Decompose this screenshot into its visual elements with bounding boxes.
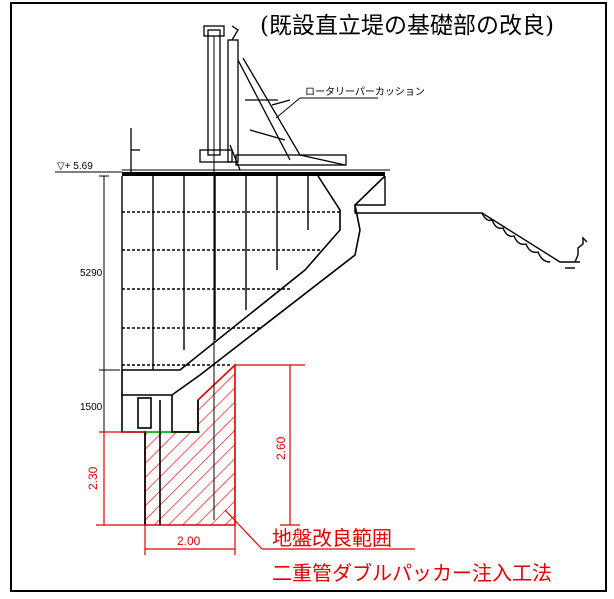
dimension-5290: 5290 xyxy=(80,175,120,371)
dimension-260-label: 2.60 xyxy=(274,436,288,460)
dimension-200: 2.00 xyxy=(144,525,236,555)
steel-grid xyxy=(121,176,340,370)
improvement-range-label: 地盤改良範囲 xyxy=(272,526,392,550)
dimension-260: 2.60 xyxy=(235,364,305,526)
dimension-230-label: 2.30 xyxy=(86,466,100,490)
handrail-post xyxy=(130,128,140,172)
dimension-5290-label: 5290 xyxy=(80,268,103,279)
level-label: ▽+ 5.69 xyxy=(57,161,93,172)
wall-structure xyxy=(121,175,386,525)
drawing-frame xyxy=(10,2,607,592)
dimension-200-label: 2.00 xyxy=(177,534,201,548)
improvement-callout: 地盤改良範囲 二重管ダブルパッカー注入工法 xyxy=(224,509,552,585)
method-label: 二重管ダブルパッカー注入工法 xyxy=(272,561,552,585)
drawing-title: (既設直立堤の基礎部の改良) xyxy=(260,13,554,39)
level-marker: ▽+ 5.69 xyxy=(55,161,122,173)
rig-callout: ロータリーパーカッション xyxy=(275,86,425,119)
deck-slab xyxy=(122,169,390,176)
dimension-230: 2.30 xyxy=(86,431,145,526)
rubble-mound xyxy=(354,176,588,269)
dimension-1500-label: 1500 xyxy=(80,402,103,413)
dimension-1500: 1500 xyxy=(80,370,122,433)
rig-label: ロータリーパーカッション xyxy=(305,86,425,98)
drilling-rig xyxy=(199,25,347,520)
ground-improvement-area xyxy=(144,363,236,526)
